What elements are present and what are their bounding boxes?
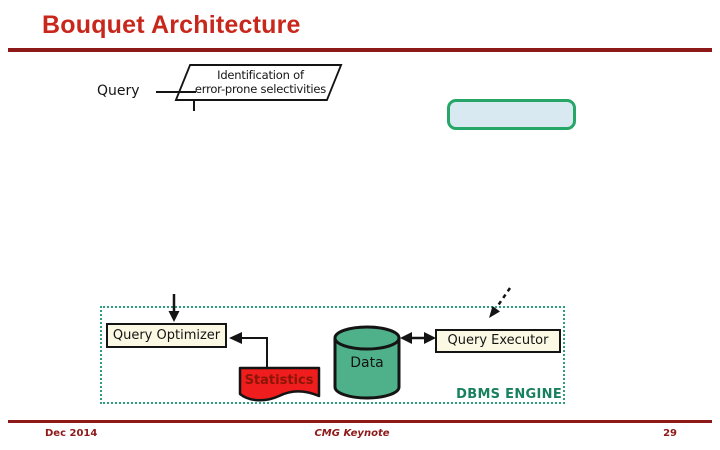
footer-divider xyxy=(8,420,712,423)
footer-event: CMG Keynote xyxy=(314,428,390,439)
dbms-engine-label: DBMS ENGINE xyxy=(456,387,562,402)
statistics-label: Statistics xyxy=(244,373,314,388)
title-underline xyxy=(8,48,712,52)
footer-page-number: 29 xyxy=(663,428,677,439)
page-title: Bouquet Architecture xyxy=(42,11,301,39)
statistics-shape xyxy=(238,366,321,402)
identification-line1: Identification of xyxy=(217,68,304,82)
identification-line2: error-prone selectivities xyxy=(194,82,327,96)
query-executor-box: Query Executor xyxy=(435,329,561,353)
highlight-box xyxy=(447,99,576,130)
identification-parallelogram-label: Identification of error-prone selectivit… xyxy=(178,68,343,96)
data-label: Data xyxy=(350,355,384,371)
executor-dashed-line xyxy=(495,287,512,308)
dbms-engine-box xyxy=(100,306,565,404)
data-cylinder xyxy=(333,325,401,400)
footer-date: Dec 2014 xyxy=(45,428,98,439)
query-optimizer-box: Query Optimizer xyxy=(106,323,227,348)
query-label: Query xyxy=(97,83,140,99)
